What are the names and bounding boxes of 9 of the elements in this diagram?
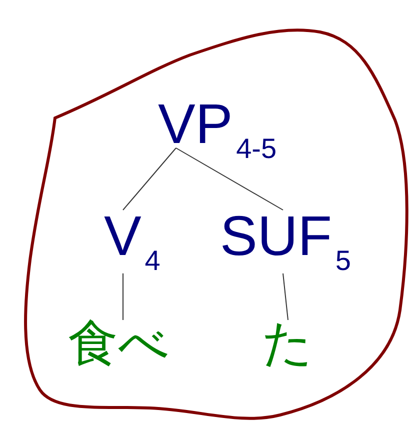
category-label: V$_{4}$	[104, 208, 160, 276]
tree-branch	[282, 272, 288, 320]
tree-branch	[176, 148, 284, 210]
tree-branch	[122, 272, 124, 320]
word-text: 食べ	[68, 318, 169, 368]
tree-branch	[122, 148, 176, 210]
category-label: SUF$_{5}$	[220, 208, 351, 276]
category-label: VP$_{4-5}$	[158, 96, 277, 164]
word-text: た	[262, 318, 313, 368]
